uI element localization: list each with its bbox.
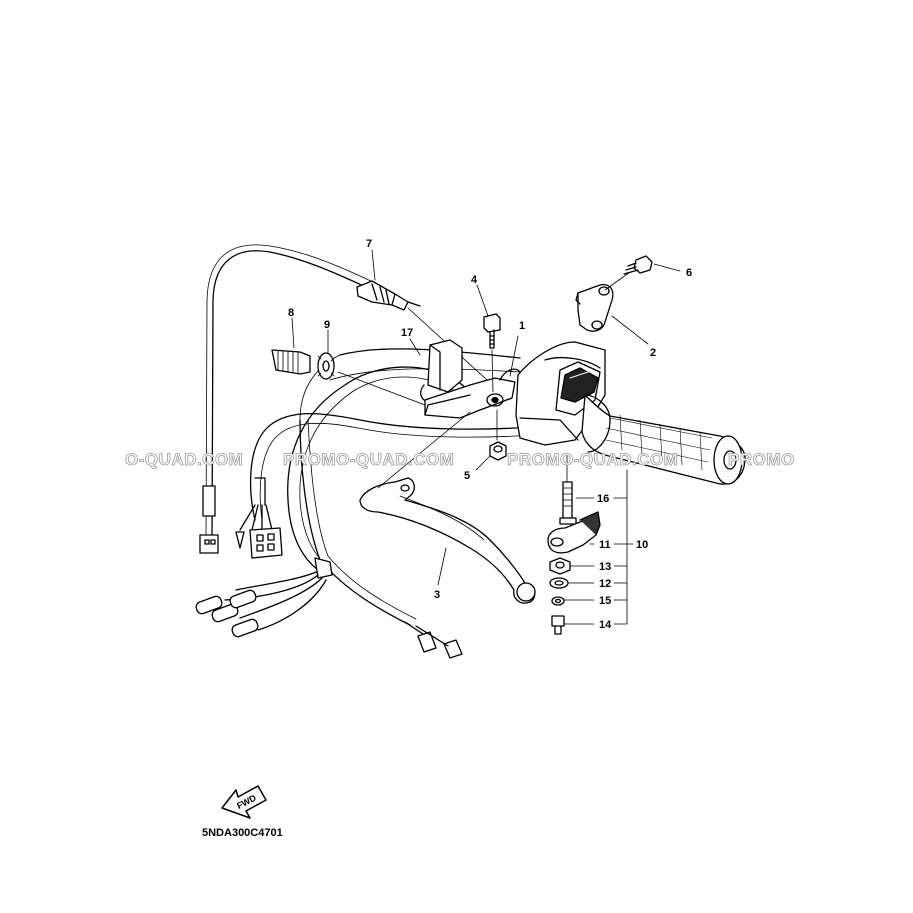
part-12-washer bbox=[549, 577, 569, 589]
throttle-grip bbox=[581, 394, 746, 485]
part-4-pivot-bolt bbox=[483, 313, 501, 349]
callout-13: 13 bbox=[599, 561, 611, 573]
callout-6: 6 bbox=[686, 267, 692, 279]
callout-7: 7 bbox=[366, 238, 372, 250]
part-2-clamp-cap bbox=[575, 284, 614, 332]
callout-8: 8 bbox=[288, 307, 294, 319]
watermark-text-3: PROMO-QUAD.COM bbox=[507, 450, 678, 469]
part-13-nut bbox=[549, 557, 571, 575]
forward-arrow-icon bbox=[221, 785, 267, 819]
callout-9: 9 bbox=[324, 319, 330, 331]
part-16-bolt bbox=[559, 481, 577, 525]
callout-17: 17 bbox=[401, 327, 413, 339]
callout-11: 11 bbox=[599, 539, 611, 551]
part-9-locknut bbox=[317, 352, 335, 380]
callout-15: 15 bbox=[599, 595, 611, 607]
clutch-cable-loop bbox=[249, 366, 561, 571]
clutch-switch-cable bbox=[199, 244, 376, 554]
watermark-text-1: O-QUAD.COM bbox=[125, 450, 243, 469]
callout-14: 14 bbox=[599, 619, 612, 631]
callout-12: 12 bbox=[599, 578, 611, 590]
watermark: O-QUAD.COM PROMO-QUAD.COM PROMO-QUAD.COM… bbox=[125, 450, 795, 470]
part-14-bolt bbox=[551, 615, 565, 635]
callout-5: 5 bbox=[464, 470, 470, 482]
wiring-harness bbox=[195, 419, 463, 659]
harness-connector-block bbox=[235, 477, 283, 559]
part-11-hot-starter-lever bbox=[547, 511, 601, 554]
callout-1: 1 bbox=[519, 320, 525, 332]
drawing-code: 5NDA300C4701 bbox=[202, 827, 283, 839]
part-7-clutch-switch bbox=[356, 280, 421, 311]
part-15-washer bbox=[551, 596, 565, 606]
watermark-text-4: PROMO bbox=[728, 450, 795, 469]
part-8-adjuster bbox=[271, 349, 311, 375]
callout-4: 4 bbox=[471, 274, 478, 286]
callout-16: 16 bbox=[597, 493, 609, 505]
watermark-text-2: PROMO-QUAD.COM bbox=[283, 450, 454, 469]
part-6-screw bbox=[623, 255, 653, 275]
part-3-clutch-lever bbox=[359, 477, 536, 604]
callout-10: 10 bbox=[636, 539, 648, 551]
callout-2: 2 bbox=[650, 347, 656, 359]
part-5-nut bbox=[489, 441, 507, 461]
callout-labels: 7 4 1 6 2 8 9 17 5 16 11 10 13 12 15 14 … bbox=[288, 238, 692, 631]
callout-3: 3 bbox=[434, 589, 440, 601]
